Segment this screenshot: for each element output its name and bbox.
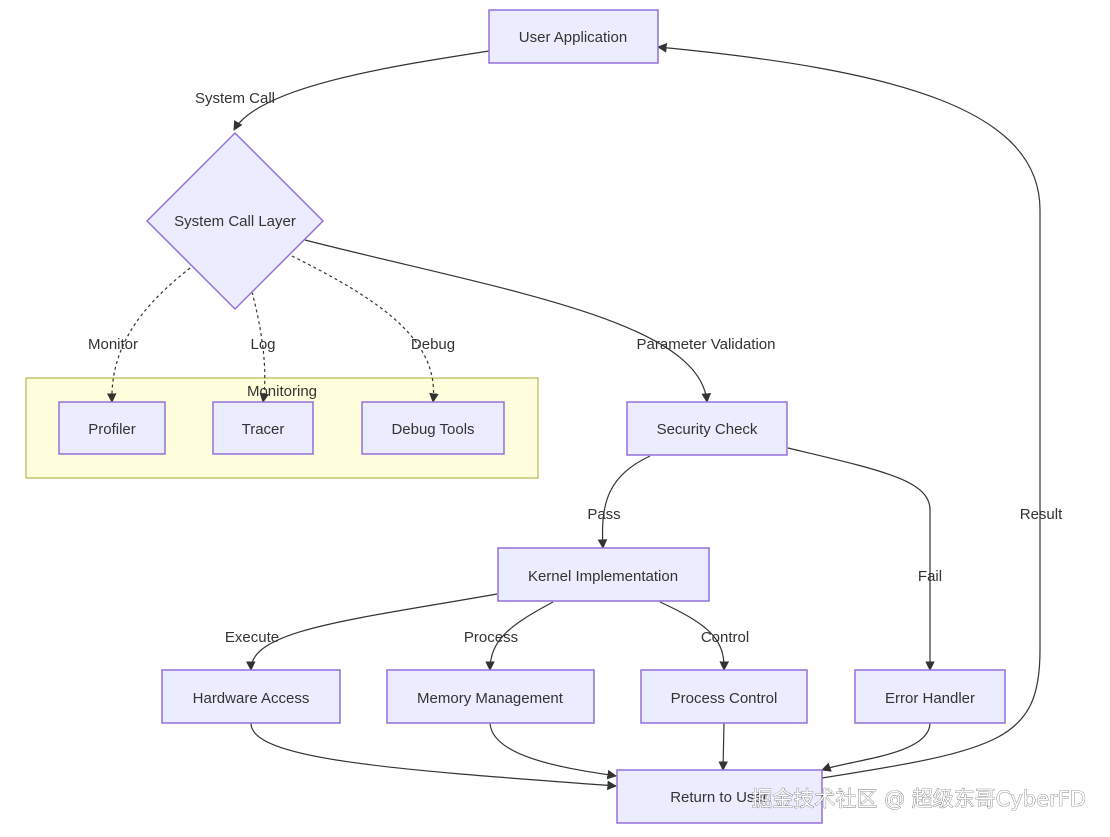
edge-error-to-return (821, 722, 931, 772)
edge-system-call (233, 50, 490, 131)
node-memory-management: Memory Management (386, 669, 595, 724)
node-label-error-handler: Error Handler (885, 690, 975, 707)
node-hardware-access: Hardware Access (161, 669, 341, 724)
edge-pass (597, 455, 651, 549)
edge-label-execute: Execute (225, 629, 279, 646)
edge-hardware-to-return (250, 722, 617, 791)
node-return-to-user: Return to User (616, 769, 823, 824)
edge-label-process: Process (464, 629, 518, 646)
nodes: User Application System Call Layer Profi… (58, 9, 1006, 824)
edge-label-debug: Debug (411, 336, 455, 353)
edge-label-fail: Fail (918, 568, 942, 585)
edge-process (485, 601, 554, 671)
node-error-handler: Error Handler (854, 669, 1006, 724)
node-process-control: Process Control (640, 669, 808, 724)
node-label-profiler: Profiler (88, 421, 136, 438)
node-security-check: Security Check (626, 401, 788, 456)
edge-memory-to-return (489, 722, 617, 780)
node-user-application: User Application (488, 9, 659, 64)
watermark: 掘金技术社区 @ 超级东哥CyberFD (751, 787, 1086, 811)
edge-label-system-call: System Call (195, 90, 275, 107)
edge-result (657, 43, 1041, 779)
node-label-debug-tools: Debug Tools (391, 421, 474, 438)
node-label-kernel-implementation: Kernel Implementation (528, 568, 678, 585)
edge-labels: System Call Monitor Log Debug Parameter … (88, 90, 1063, 646)
node-label-process-control: Process Control (671, 690, 778, 707)
node-label-security-check: Security Check (657, 421, 758, 438)
node-system-call-layer: System Call Layer (145, 131, 325, 311)
edge-execute (246, 593, 498, 671)
node-label-memory-management: Memory Management (417, 690, 564, 707)
node-label-tracer: Tracer (242, 421, 285, 438)
node-label-system-call-layer: System Call Layer (174, 213, 296, 230)
edge-log (251, 291, 270, 403)
edges (106, 43, 1041, 791)
node-label-return-to-user: Return to User (670, 789, 768, 806)
edge-fail (787, 447, 935, 671)
node-tracer: Tracer (212, 401, 314, 455)
edge-monitor (106, 267, 191, 403)
edge-control (659, 601, 730, 671)
edge-parameter-validation (304, 239, 712, 403)
node-profiler: Profiler (58, 401, 166, 455)
edge-label-parameter-validation: Parameter Validation (637, 336, 776, 353)
edge-label-pass: Pass (587, 506, 620, 523)
node-label-user-application: User Application (519, 29, 627, 46)
edge-label-result: Result (1020, 506, 1063, 523)
node-label-hardware-access: Hardware Access (193, 690, 310, 707)
edge-process-to-return (718, 722, 728, 771)
node-debug-tools: Debug Tools (361, 401, 505, 455)
edge-label-log: Log (250, 336, 275, 353)
edge-label-monitor: Monitor (88, 336, 138, 353)
edge-debug (291, 255, 439, 403)
subgraph-title-monitoring: Monitoring (247, 383, 317, 400)
node-kernel-implementation: Kernel Implementation (497, 547, 710, 602)
edge-label-control: Control (701, 629, 749, 646)
